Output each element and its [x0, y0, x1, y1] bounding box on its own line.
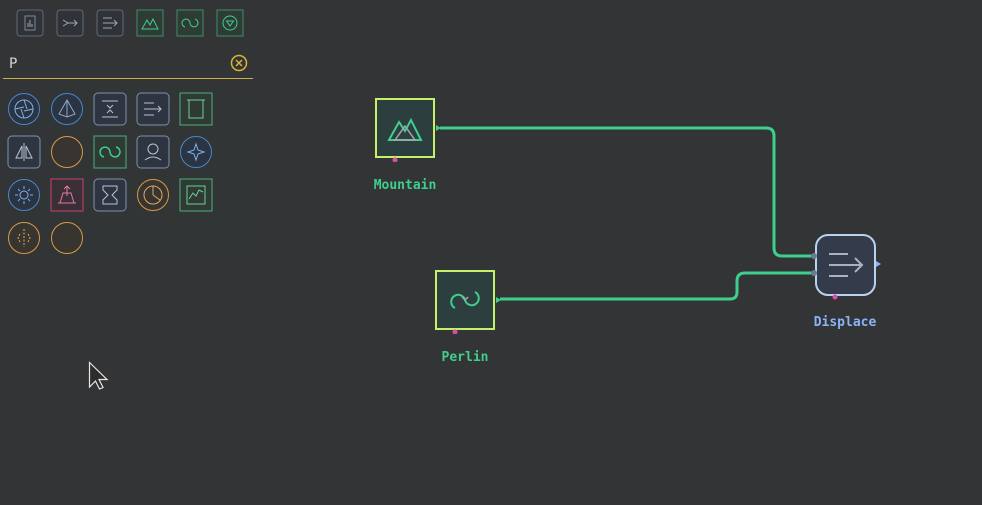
bar-chart-icon: [16, 9, 44, 37]
palette-item-compress[interactable]: [93, 92, 127, 126]
palette-item-sparkle[interactable]: [179, 135, 213, 169]
graph-icon: [179, 178, 213, 212]
wire-mountain-displace[interactable]: [440, 126, 813, 258]
output-port[interactable]: [496, 297, 501, 303]
output-port[interactable]: [876, 261, 881, 267]
circle-icon: [51, 222, 83, 254]
sparkle-icon: [180, 136, 212, 168]
palette-item-sun[interactable]: [7, 178, 41, 212]
mountain-node-body: [375, 98, 441, 163]
person-icon: [136, 135, 170, 169]
displace-icon: [136, 92, 170, 126]
palette-item-aperture[interactable]: [7, 92, 41, 126]
palette-item-graph[interactable]: [179, 178, 213, 212]
palette-item-circle-2[interactable]: [50, 221, 84, 255]
node-search-input[interactable]: [9, 53, 219, 75]
displace-arrow-icon: [96, 9, 124, 37]
input-port-mask[interactable]: [832, 294, 838, 300]
palette-item-frame[interactable]: [179, 92, 213, 126]
mountain-node-label: Mountain: [373, 178, 437, 193]
toolbar-bar-chart-button[interactable]: [16, 9, 44, 37]
pyramid-icon: [51, 93, 83, 125]
palette-item-hourglass[interactable]: [93, 178, 127, 212]
input-port[interactable]: [452, 329, 458, 335]
palette-item-erode[interactable]: [50, 178, 84, 212]
hourglass-icon: [93, 178, 127, 212]
toolbar-filter-button[interactable]: [216, 9, 244, 37]
node-mountain[interactable]: [375, 98, 441, 163]
input-port-a[interactable]: [811, 253, 817, 259]
compress-icon: [93, 92, 127, 126]
toolbar-perlin-button[interactable]: [176, 9, 204, 37]
aperture-icon: [8, 93, 40, 125]
toolbar-mountain-button[interactable]: [136, 9, 164, 37]
toolbar-displace-button[interactable]: [96, 9, 124, 37]
node-displace[interactable]: [810, 234, 882, 300]
perlin-icon: [176, 9, 204, 37]
palette-item-circle[interactable]: [50, 135, 84, 169]
toolbar-flow-button[interactable]: [56, 9, 84, 37]
erode-icon: [50, 178, 84, 212]
palette-item-displace[interactable]: [136, 92, 170, 126]
output-port[interactable]: [436, 125, 441, 131]
perlin-icon: [93, 135, 127, 169]
displace-node-label: Displace: [813, 315, 877, 330]
split-icon: [8, 222, 40, 254]
close-icon: [230, 54, 248, 72]
mirror-icon: [7, 135, 41, 169]
node-palette: [3, 84, 253, 260]
palette-item-pie[interactable]: [136, 178, 170, 212]
palette-item-perlin[interactable]: [93, 135, 127, 169]
sun-icon: [8, 179, 40, 211]
clear-search-button[interactable]: [230, 54, 248, 72]
filter-down-icon: [216, 9, 244, 37]
palette-item-person[interactable]: [136, 135, 170, 169]
input-port-b[interactable]: [811, 270, 817, 276]
input-port[interactable]: [392, 157, 398, 163]
wire-perlin-displace[interactable]: [500, 271, 813, 301]
perlin-node-body: [435, 270, 501, 335]
palette-item-mirror[interactable]: [7, 135, 41, 169]
pie-icon: [137, 179, 169, 211]
node-search-bar: [3, 51, 253, 79]
palette-item-split[interactable]: [7, 221, 41, 255]
displace-icon: [829, 253, 864, 277]
displace-node-body: [811, 234, 881, 300]
mountain-icon: [136, 9, 164, 37]
node-perlin[interactable]: [435, 270, 501, 335]
flow-arrow-icon: [56, 9, 84, 37]
frame-icon: [179, 92, 213, 126]
palette-item-pyramid[interactable]: [50, 92, 84, 126]
perlin-node-label: Perlin: [441, 350, 489, 365]
circle-icon: [51, 136, 83, 168]
mouse-cursor-icon: [88, 361, 109, 390]
